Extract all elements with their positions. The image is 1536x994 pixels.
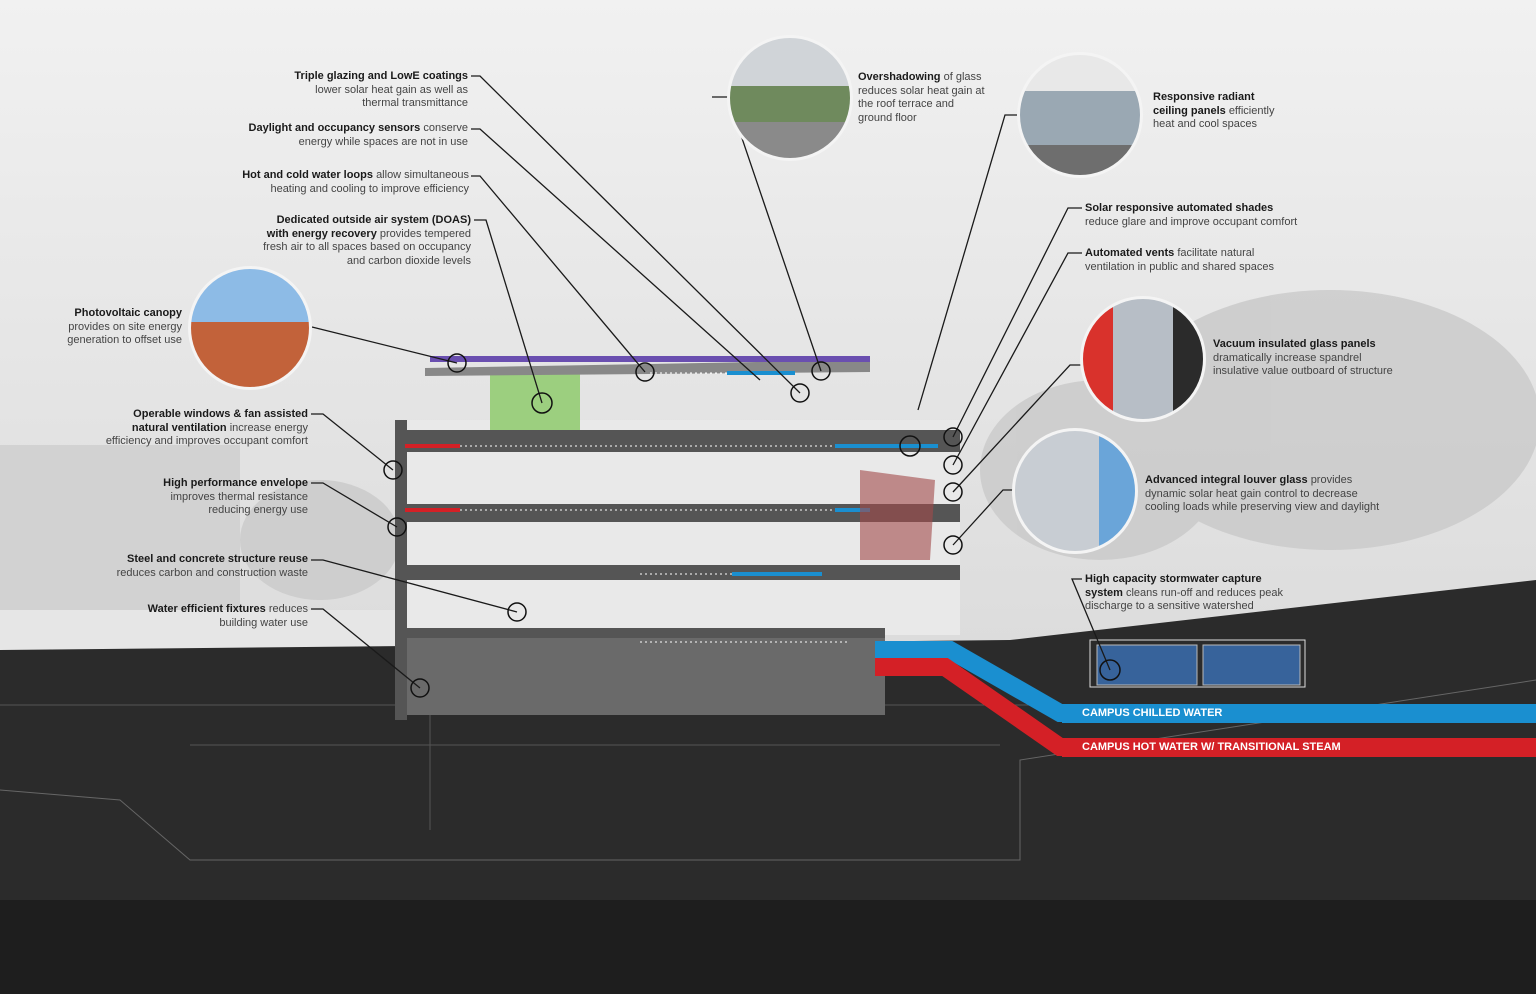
doas-unit xyxy=(490,368,580,433)
stormwater-tank xyxy=(1089,639,1306,688)
campus-hot-water-label: CAMPUS HOT WATER W/ TRANSITIONAL STEAM xyxy=(1062,738,1536,757)
callout-automated-shades: Solar responsive automated shades reduce… xyxy=(1085,202,1298,228)
photo-roof-terrace xyxy=(727,35,853,161)
callout-structure-reuse: Steel and concrete structure reuse reduc… xyxy=(116,553,308,579)
callout-operable-windows: Operable windows & fan assisted natural … xyxy=(105,408,308,447)
building-section xyxy=(395,356,960,720)
callout-louver-glass: Advanced integral louver glass provides … xyxy=(1145,474,1380,513)
callout-water-fixtures: Water efficient fixtures reduces buildin… xyxy=(147,603,308,629)
photo-radiant-ceiling xyxy=(1017,52,1143,178)
callout-overshadowing: Overshadowing of glass reduces solar hea… xyxy=(858,71,985,124)
callout-stormwater: High capacity stormwater capture system … xyxy=(1085,573,1283,612)
callout-water-loops: Hot and cold water loops allow simultane… xyxy=(242,169,469,195)
callout-pv-canopy: Photovoltaic canopy provides on site ene… xyxy=(67,307,182,346)
photo-louver-glass xyxy=(1012,428,1138,554)
callout-vacuum-glass: Vacuum insulated glass panels dramatical… xyxy=(1213,338,1393,377)
callout-envelope: High performance envelope improves therm… xyxy=(163,477,308,516)
campus-chilled-water-label: CAMPUS CHILLED WATER xyxy=(1062,704,1536,723)
callout-radiant-panels: Responsive radiant ceiling panels effici… xyxy=(1153,91,1275,130)
callout-daylight-sensors: Daylight and occupancy sensors conserve … xyxy=(248,122,468,148)
neighbor-building xyxy=(0,445,240,625)
photo-vacuum-glass xyxy=(1080,296,1206,422)
callout-triple-glazing: Triple glazing and LowE coatings lower s… xyxy=(294,70,468,109)
callout-markers xyxy=(383,353,1121,698)
photo-pv-canopy xyxy=(188,266,312,390)
red-stair xyxy=(860,470,935,560)
callout-automated-vents: Automated vents facilitate natural venti… xyxy=(1085,247,1274,273)
callout-doas: Dedicated outside air system (DOAS) with… xyxy=(263,214,471,267)
